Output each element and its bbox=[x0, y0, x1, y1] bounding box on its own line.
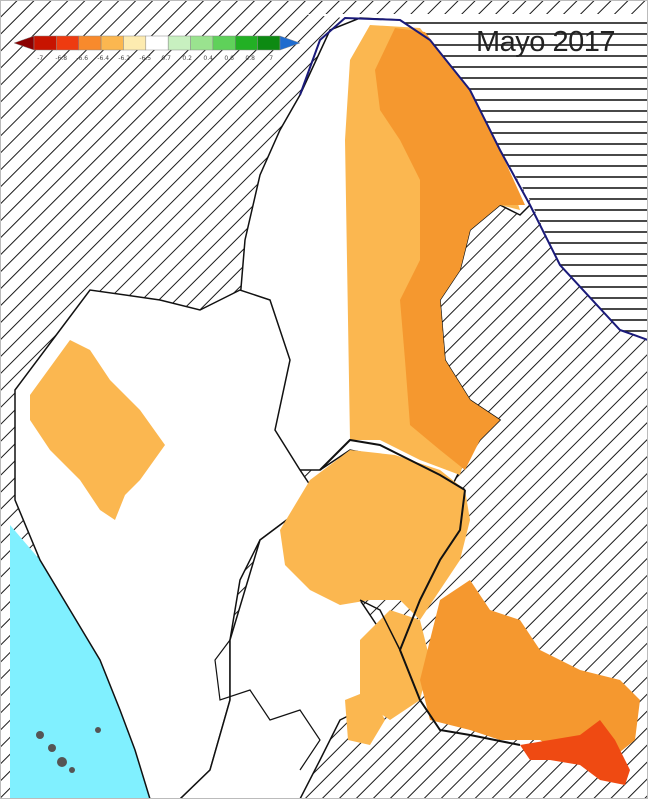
legend-swatch bbox=[145, 35, 169, 51]
legend-swatch bbox=[78, 35, 102, 51]
island bbox=[95, 727, 101, 733]
pacific-ocean bbox=[10, 525, 150, 799]
legend-swatch bbox=[167, 35, 191, 51]
legend-tick-label: 0.7 bbox=[161, 55, 171, 62]
state-border bbox=[359, 599, 401, 651]
legend-tick-label: -6.4 bbox=[97, 55, 110, 62]
legend-tick-label: -6.8 bbox=[55, 55, 68, 62]
map-title: Mayo 2017 bbox=[476, 26, 616, 58]
region-light-deficit-ags bbox=[345, 690, 385, 745]
legend-swatch bbox=[123, 35, 147, 51]
legend-swatch bbox=[100, 35, 124, 51]
legend-tick-label: -6.2 bbox=[118, 55, 131, 62]
island bbox=[69, 767, 75, 773]
legend-swatch bbox=[190, 35, 214, 51]
region-strong-deficit bbox=[520, 720, 630, 785]
legend-tick-label: 0.4 bbox=[203, 55, 213, 62]
state-border bbox=[319, 438, 466, 491]
region-medium-deficit-nl bbox=[375, 28, 525, 470]
region-light-deficit-zac bbox=[280, 450, 470, 620]
legend-swatch bbox=[56, 35, 79, 51]
legend-colorbar bbox=[14, 35, 300, 51]
legend-swatch bbox=[235, 35, 258, 51]
legend-tick-label: 7 bbox=[269, 55, 274, 62]
legend-swatch bbox=[33, 35, 57, 51]
legend-tick-label: -6.6 bbox=[76, 55, 89, 62]
legend-tick-label: -6.5 bbox=[139, 55, 152, 62]
border-line bbox=[299, 16, 648, 341]
legend-tick-label: 0.2 bbox=[182, 55, 192, 62]
legend-tick-label: 0.8 bbox=[245, 55, 255, 62]
legend-swatch bbox=[14, 35, 35, 51]
legend: -7 -6.8 -6.6 -6.4 -6.2 -6.5 0.7 0.2 0.4 0.6 0.8 7 bbox=[14, 34, 300, 70]
region-medium-deficit-slp bbox=[420, 580, 640, 760]
legend-swatch bbox=[279, 35, 300, 51]
legend-swatch bbox=[257, 35, 281, 51]
legend-ticks: -7 -6.8 -6.6 -6.4 -6.2 -6.5 0.7 0.2 0.4 0.6 0.8 7 bbox=[36, 55, 288, 67]
usa-region-hatch bbox=[300, 14, 648, 340]
legend-tick-label: 0.6 bbox=[224, 55, 234, 62]
island bbox=[57, 757, 67, 767]
region-light-deficit-zac2 bbox=[360, 610, 430, 720]
legend-tick-label: -7 bbox=[37, 55, 44, 62]
legend-swatch bbox=[212, 35, 236, 51]
state-border bbox=[214, 639, 321, 771]
island bbox=[36, 731, 44, 739]
island bbox=[48, 744, 56, 752]
region-light-deficit-chih bbox=[30, 340, 165, 520]
